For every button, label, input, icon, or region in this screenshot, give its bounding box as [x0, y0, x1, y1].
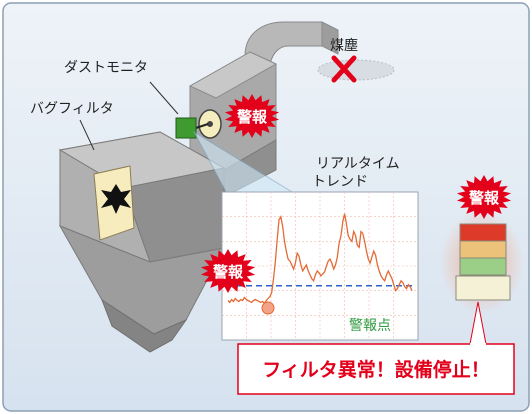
alarm-crossing-marker	[261, 301, 275, 315]
trend-title-line1: リアルタイム	[316, 156, 400, 172]
trend-title-line2: トレンド	[312, 174, 368, 190]
signal-lamp-red	[459, 223, 507, 242]
soot-label: 煤塵	[330, 37, 358, 54]
soot-cross-icon	[331, 55, 357, 83]
signal-tower-base	[455, 275, 511, 301]
alarm-message: フィルタ異常！設備停止！	[262, 358, 490, 381]
alarm-burst-monitor	[224, 94, 280, 138]
alarm-label-chart: 警報	[212, 263, 244, 281]
trend-grid	[222, 192, 418, 340]
dust-monitor-leader	[149, 81, 179, 115]
alarm-burst-chart	[200, 249, 256, 293]
damaged-bag-window	[93, 165, 135, 241]
soot-cloud	[317, 55, 395, 83]
alarm-burst-tower	[456, 175, 512, 219]
bag-filter-label: バグフィルタ	[30, 101, 114, 117]
bag-filter-leader	[79, 119, 95, 151]
alarm-label-monitor: 警報	[236, 108, 268, 126]
signal-tower	[440, 210, 524, 314]
trend-line	[227, 213, 413, 305]
alarm-point-label: 警報点	[349, 318, 391, 334]
dust-monitor	[175, 109, 222, 139]
signal-lamp-amber	[459, 240, 507, 259]
alarm-message-box	[237, 343, 515, 395]
trend-chart	[221, 191, 419, 341]
alarm-label-tower: 警報	[468, 189, 500, 207]
dust-monitor-box	[175, 117, 197, 139]
dust-monitor-label: ダストモニタ	[64, 60, 148, 76]
signal-lamp-green	[459, 257, 507, 276]
rupture-icon	[101, 184, 131, 214]
